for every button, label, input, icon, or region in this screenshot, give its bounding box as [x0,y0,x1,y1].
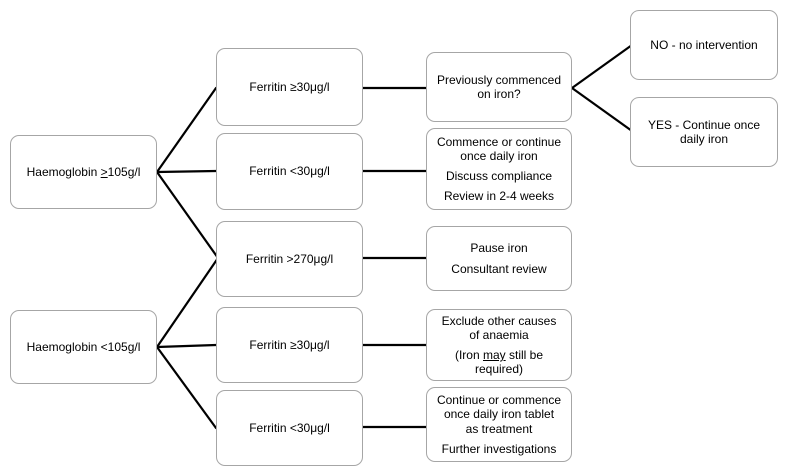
node-pause-iron: Pause iron Consultant review [426,226,572,291]
node-label: Ferritin >270μg/l [245,251,334,266]
node-line: Pause iron [470,241,528,256]
node-ferritin-lt30-bottom: Ferritin <30μg/l [216,390,363,466]
node-line: Exclude other causes of anaemia [441,313,557,342]
node-label: Haemoglobin <105g/l [26,339,141,354]
node-line: Review in 2-4 weeks [443,189,555,204]
node-previously-commenced: Previously commenced on iron? [426,52,572,122]
node-label: Ferritin ≥30μg/l [249,79,330,94]
node-label: YES - Continue once daily iron [647,117,761,146]
node-commence-continue: Commence or continue once daily iron Dis… [426,128,572,210]
node-line: Discuss compliance [445,169,553,183]
node-ferritin-ge30-top: Ferritin ≥30μg/l [216,48,363,126]
node-line: Commence or continue once daily iron [436,134,562,163]
node-label: Previously commenced on iron? [436,72,562,101]
connector-hbhigh-to-ferritin-ge30-top [155,86,218,174]
connector-previously-to-no [570,43,634,90]
connector-hbhigh-to-ferritin-gt270 [155,170,220,260]
node-yes-continue: YES - Continue once daily iron [630,97,778,167]
node-label: Ferritin ≥30μg/l [249,337,330,352]
node-no-intervention: NO - no intervention [630,10,778,80]
node-line: Further investigations [441,441,557,456]
node-ferritin-lt30-top: Ferritin <30μg/l [216,133,363,210]
node-line: (Iron may still be required) [454,348,544,377]
node-line: Continue or commence once daily iron tab… [436,393,562,436]
node-label: NO - no intervention [650,37,758,52]
node-ferritin-ge30-bottom: Ferritin ≥30μg/l [216,307,363,383]
node-ferritin-gt270: Ferritin >270μg/l [216,221,363,297]
node-exclude-causes: Exclude other causes of anaemia (Iron ma… [426,309,572,381]
connector-hblow-to-ferritin-lt30-bottom [155,345,218,430]
node-haemoglobin-low: Haemoglobin <105g/l [10,310,157,384]
node-label: Ferritin <30μg/l [249,164,330,179]
node-label: Ferritin <30μg/l [249,420,330,435]
node-line: Consultant review [451,261,547,276]
node-label: Haemoglobin >105g/l [26,164,141,179]
node-haemoglobin-high: Haemoglobin >105g/l [10,135,157,209]
connector-previously-to-yes [570,86,634,133]
connector-hblow-to-ferritin-ge30-bottom [155,343,218,349]
connector-hbhigh-to-ferritin-lt30-top [155,169,218,174]
connector-hblow-to-ferritin-gt270 [155,256,220,349]
node-continue-commence: Continue or commence once daily iron tab… [426,387,572,462]
